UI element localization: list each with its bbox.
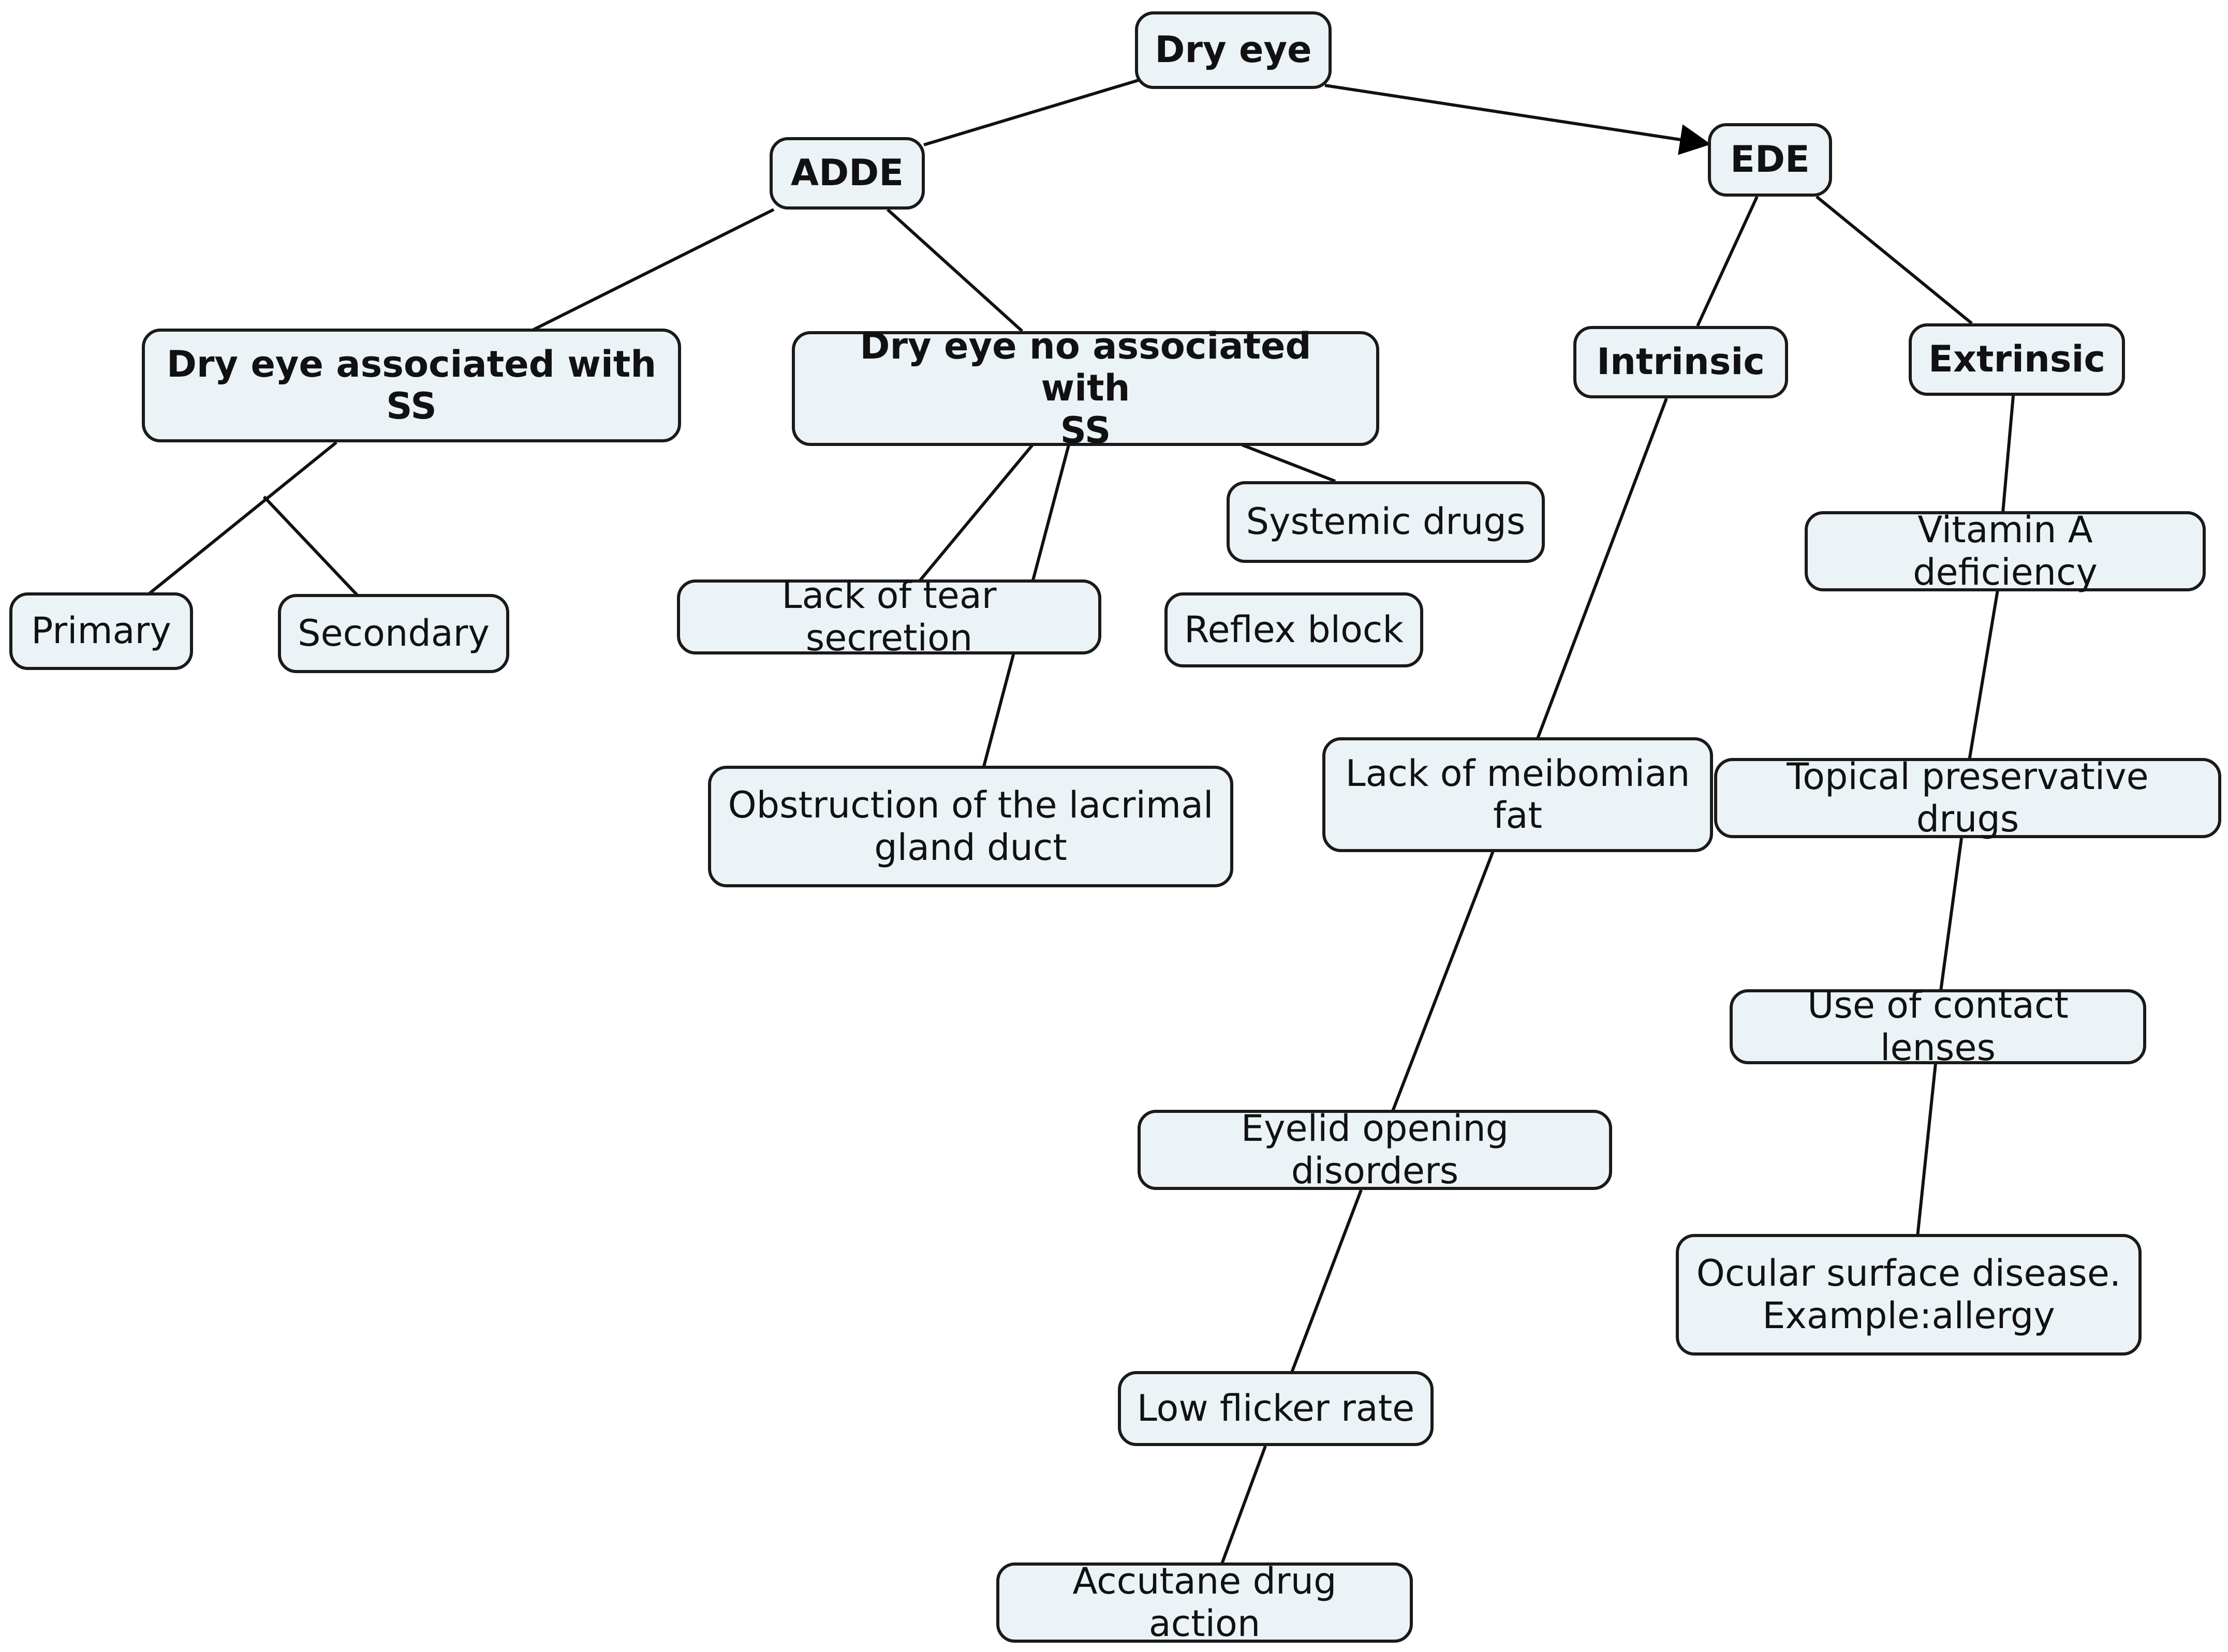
node-systemic-drugs: Systemic drugs — [1227, 481, 1545, 563]
node-topical-preservative: Topical preservative drugs — [1714, 756, 2221, 840]
node-accutane: Accutane drug action — [996, 1560, 1413, 1644]
edge-topical-contact — [1939, 838, 1963, 991]
edge-intrinsic-meibomian — [1536, 397, 1668, 741]
node-dry-eye: Dry eye — [1135, 11, 1332, 89]
node-vitamin-a: Vitamin A deficiency — [1805, 509, 2206, 593]
node-intrinsic: Intrinsic — [1573, 326, 1788, 398]
edge-ede-extrinsic — [1816, 195, 1973, 325]
edge-extrinsic-vitamin — [2001, 395, 2015, 513]
edge-ede-intrinsic — [1696, 196, 1759, 327]
node-dry-eye-not-associated-ss: Dry eye no associated with SS — [792, 325, 1379, 451]
edge-dryeye-ede — [1324, 84, 1711, 155]
edge-eyelid-flicker — [1290, 1189, 1363, 1375]
node-adde: ADDE — [770, 137, 925, 210]
edge-meibomian-eyelid — [1391, 850, 1495, 1113]
edge-dryeye-adde — [923, 79, 1139, 146]
node-eyelid-opening: Eyelid opening disorders — [1138, 1108, 1612, 1192]
edge-adde-noss — [886, 208, 1024, 333]
edge-vitamin-topical — [1968, 589, 1999, 761]
edge-flicker-accutane — [1220, 1445, 1267, 1566]
node-contact-lenses: Use of contact lenses — [1730, 985, 2146, 1068]
node-low-flicker: Low flicker rate — [1118, 1371, 1434, 1446]
node-meibomian-fat: Lack of meibomian fat — [1322, 737, 1713, 852]
edge-contact-ocular — [1916, 1063, 1937, 1237]
edge-noss-systemic — [1241, 443, 1336, 483]
node-secondary: Secondary — [278, 594, 509, 673]
node-primary: Primary — [9, 592, 193, 670]
edge-noss-lacktear — [917, 444, 1034, 583]
node-ede: EDE — [1708, 123, 1832, 197]
node-obstruction-lacrimal: Obstruction of the lacrimal gland duct — [708, 766, 1233, 887]
edge-ss-primary — [146, 441, 337, 597]
node-ocular-surface: Ocular surface disease. Example:allergy — [1676, 1234, 2142, 1356]
node-dry-eye-associated-ss: Dry eye associated with SS — [142, 329, 681, 442]
node-extrinsic: Extrinsic — [1909, 323, 2125, 396]
node-reflex-block: Reflex block — [1164, 592, 1423, 667]
edge-adde-ss — [529, 208, 775, 333]
edge-ss-secondary — [262, 495, 359, 597]
node-lack-tear-secretion: Lack of tear secretion — [677, 575, 1101, 659]
